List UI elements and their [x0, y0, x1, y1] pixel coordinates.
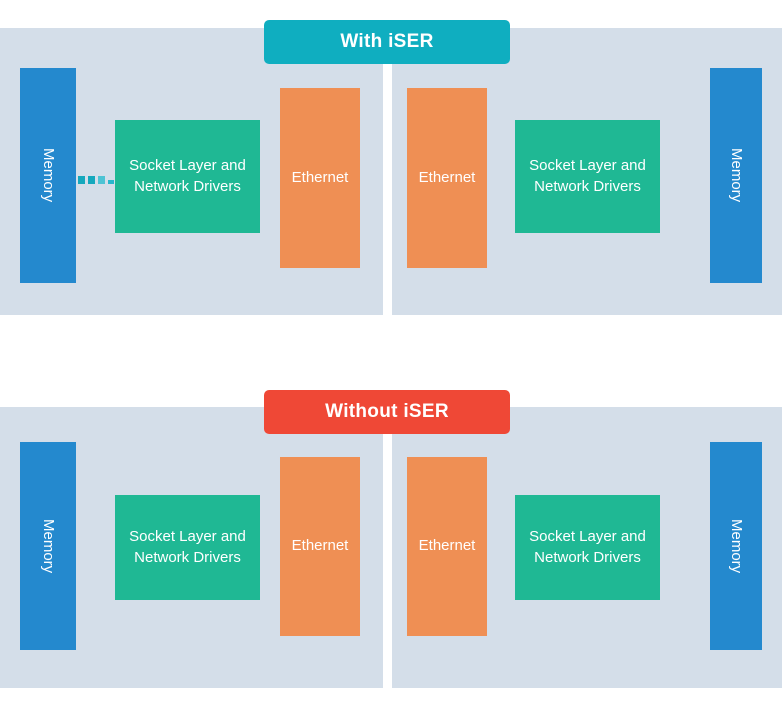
banner-without-iser-label: Without iSER	[325, 401, 449, 422]
dash-tip	[108, 180, 114, 184]
panel-with-iser-right: Ethernet Socket Layer and Network Driver…	[392, 28, 782, 315]
section-without-iser: Memory Socket Layer and Network Drivers …	[0, 407, 782, 688]
node-memory-right-label: Memory	[728, 518, 746, 574]
node-socket-layer-left-label: Socket Layer and Network Drivers	[129, 156, 246, 197]
node-ethernet-right: Ethernet	[407, 88, 487, 268]
banner-with-iser-label: With iSER	[340, 31, 434, 52]
socket-label-line1: Socket Layer and	[529, 528, 646, 546]
section-with-iser: Memory Socket Layer and Network Drivers …	[0, 28, 782, 315]
node-memory-right: Memory	[710, 442, 762, 650]
node-ethernet-left: Ethernet	[280, 457, 360, 636]
node-socket-layer-right: Socket Layer and Network Drivers	[515, 495, 660, 600]
socket-label-line2: Network Drivers	[134, 177, 241, 195]
node-ethernet-left: Ethernet	[280, 88, 360, 268]
dash-segment	[78, 176, 85, 184]
dashed-data-path-icon	[78, 176, 114, 184]
node-ethernet-right-label: Ethernet	[418, 168, 476, 186]
node-memory-right: Memory	[710, 68, 762, 283]
panel-without-iser-right: Ethernet Socket Layer and Network Driver…	[392, 407, 782, 688]
node-ethernet-left-label: Ethernet	[291, 168, 349, 186]
socket-label-line2: Network Drivers	[534, 177, 641, 195]
node-socket-layer-left: Socket Layer and Network Drivers	[115, 495, 260, 600]
node-memory-left: Memory	[20, 442, 76, 650]
node-socket-layer-right: Socket Layer and Network Drivers	[515, 120, 660, 233]
panel-with-iser-left: Memory Socket Layer and Network Drivers …	[0, 28, 383, 315]
panel-without-iser-left: Memory Socket Layer and Network Drivers …	[0, 407, 383, 688]
node-socket-layer-left-label: Socket Layer and Network Drivers	[129, 527, 246, 568]
node-memory-right-label: Memory	[728, 148, 746, 203]
node-ethernet-right: Ethernet	[407, 457, 487, 636]
node-socket-layer-right-label: Socket Layer and Network Drivers	[529, 156, 646, 197]
node-memory-left: Memory	[20, 68, 76, 283]
dash-segment	[98, 176, 105, 184]
socket-label-line1: Socket Layer and	[529, 157, 646, 175]
node-ethernet-right-label: Ethernet	[418, 537, 476, 555]
node-socket-layer-right-label: Socket Layer and Network Drivers	[529, 527, 646, 568]
socket-label-line1: Socket Layer and	[129, 528, 246, 546]
node-memory-left-label: Memory	[40, 518, 58, 574]
node-ethernet-left-label: Ethernet	[291, 537, 349, 555]
node-memory-left-label: Memory	[40, 148, 58, 203]
node-socket-layer-left: Socket Layer and Network Drivers	[115, 120, 260, 233]
socket-label-line2: Network Drivers	[534, 548, 641, 566]
banner-without-iser: Without iSER	[264, 390, 510, 434]
socket-label-line1: Socket Layer and	[129, 157, 246, 175]
dash-segment	[88, 176, 95, 184]
banner-with-iser: With iSER	[264, 20, 510, 64]
socket-label-line2: Network Drivers	[134, 548, 241, 566]
